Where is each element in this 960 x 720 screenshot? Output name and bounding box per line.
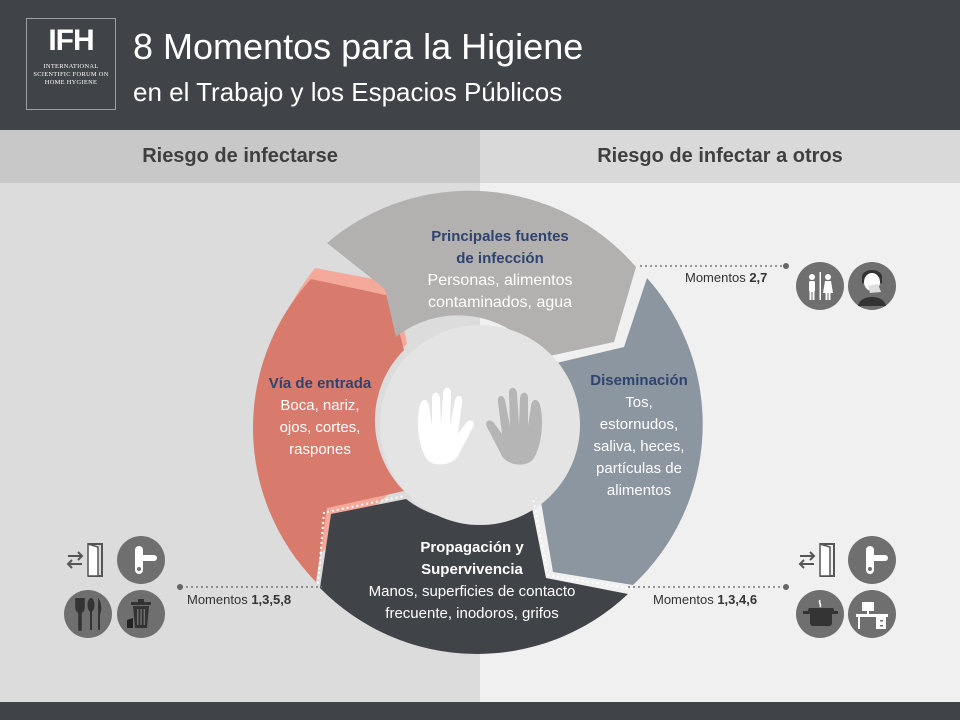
propagation-body-line1: Manos, superficies de contacto	[368, 583, 576, 600]
moments-bottom-left-value: 1,3,5,8	[251, 592, 292, 607]
dissemination-segment	[539, 278, 703, 585]
entry-segment	[252, 279, 404, 582]
page-subtitle: en el Trabajo y los Espacios Públicos	[133, 77, 563, 107]
sources-body-line2: contaminados, agua	[427, 294, 573, 311]
person-coughing-icon	[848, 262, 896, 310]
white-hand-icon	[418, 387, 474, 465]
page-title: 8 Momentos para la Higiene	[133, 26, 584, 67]
office-desk-icon	[848, 590, 896, 638]
gray-hand-icon	[486, 387, 542, 465]
logo-subtext: INTERNATIONAL SCIENTIFIC FORUM ON HOME H…	[33, 63, 109, 86]
moments-bottom-left: Momentos 1,3,5,8	[187, 592, 291, 607]
right-column-title: Riesgo de infectar a otros	[597, 145, 843, 167]
connector-dot-bottom-left	[177, 584, 183, 590]
moments-connectors	[181, 265, 784, 588]
entry-title: Vía de entrada	[268, 375, 372, 392]
left-column-header: Riesgo de infectarse	[0, 130, 480, 183]
door-exit-icon	[796, 536, 844, 584]
moments-bottom-right-value: 1,3,4,6	[717, 592, 758, 607]
sources-title-line2: de infección	[456, 250, 544, 267]
sources-segment	[327, 190, 636, 358]
connector-dot-bottom-right	[783, 584, 789, 590]
door-handle-icon	[848, 536, 896, 584]
center-circle	[380, 325, 580, 525]
propagation-title-line2: Supervivencia	[421, 561, 523, 578]
dissemination-body-line3: saliva, heces,	[593, 438, 685, 455]
logo-text: IFH	[48, 24, 94, 57]
sources-title-line1: Principales fuentes	[431, 228, 569, 245]
propagation-segment	[320, 498, 628, 654]
moments-bottom-left-label: Momentos	[187, 592, 252, 607]
connector-dot-top-right	[783, 263, 789, 269]
moments-top-right-value: 2,7	[749, 270, 768, 285]
toilet-sign-icon	[796, 262, 844, 310]
entry-body-line1: Boca, nariz,	[280, 397, 360, 414]
dissemination-body-line1: Tos,	[625, 394, 653, 411]
door-handle-icon	[117, 536, 165, 584]
dissemination-label: Diseminación Tos, estornudos, saliva, he…	[572, 370, 706, 502]
moments-bottom-right: Momentos 1,3,4,6	[653, 592, 757, 607]
right-column-header: Riesgo de infectar a otros	[480, 130, 960, 183]
footer-bar	[0, 702, 960, 720]
dissemination-body-line2: estornudos,	[599, 416, 679, 433]
moments-top-right-label: Momentos	[685, 270, 750, 285]
moments-top-right: Momentos 2,7	[685, 270, 767, 285]
sources-body-line1: Personas, alimentos	[427, 272, 573, 289]
header-bar: IFH INTERNATIONAL SCIENTIFIC FORUM ON HO…	[0, 0, 960, 130]
trash-bin-icon	[117, 590, 165, 638]
left-column-title: Riesgo de infectarse	[142, 145, 338, 167]
propagation-title-line1: Propagación y	[420, 539, 524, 556]
cooking-pot-icon	[796, 590, 844, 638]
cutlery-icon	[64, 590, 112, 638]
dissemination-title: Diseminación	[590, 372, 688, 389]
entry-label: Vía de entrada Boca, nariz, ojos, cortes…	[254, 373, 386, 461]
dissemination-body-line5: alimentos	[606, 482, 672, 499]
segment-dotted-borders	[317, 495, 634, 590]
ifh-logo: IFH INTERNATIONAL SCIENTIFIC FORUM ON HO…	[26, 18, 116, 110]
propagation-body-line2: frecuente, inodoros, grifos	[385, 605, 559, 622]
propagation-label: Propagación y Supervivencia Manos, super…	[340, 537, 604, 625]
entry-body-line3: raspones	[289, 441, 351, 458]
dissemination-body-line4: partículas de	[596, 460, 682, 477]
door-exit-icon	[64, 536, 112, 584]
moments-bottom-right-label: Momentos	[653, 592, 718, 607]
sources-label: Principales fuentes de infección Persona…	[400, 226, 600, 314]
entry-body-line2: ojos, cortes,	[279, 419, 361, 436]
